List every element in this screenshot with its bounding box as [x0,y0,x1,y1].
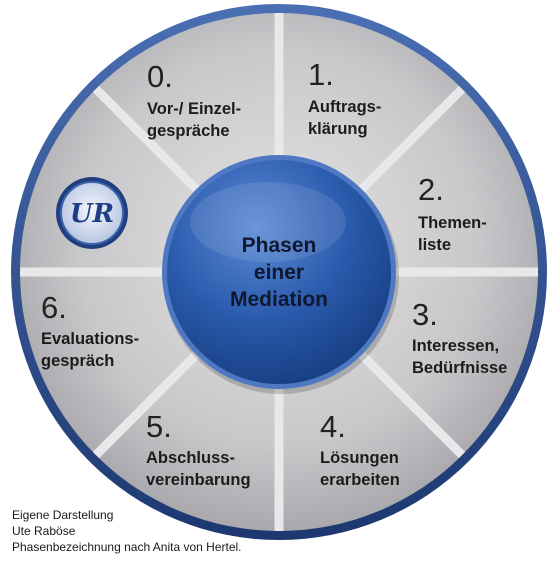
phase-2-label-line-2: liste [418,236,451,254]
phase-0-number: 0. [147,59,173,94]
phase-4-segment: 4. Lösungen erarbeiten [320,409,400,489]
phase-0-label-line-2: gespräche [147,122,230,140]
ur-logo: UR [56,177,128,249]
phase-1-label-line-2: klärung [308,120,368,138]
phase-4-label-line-1: Lösungen [320,449,399,467]
center-title-line-1: Phasen [242,234,317,257]
phase-2-label-line-1: Themen- [418,214,487,232]
phase-6-label-line-2: gespräch [41,352,114,370]
phase-5-label-line-1: Abschluss- [146,449,235,467]
phase-0-segment: 0. Vor-/ Einzel- gespräche [147,59,241,140]
phase-6-label-line-1: Evaluations- [41,330,139,348]
phase-5-segment: 5. Abschluss- vereinbarung [146,409,251,489]
phase-3-label-line-2: Bedürfnisse [412,359,507,377]
phase-1-number: 1. [308,57,334,92]
center-title-line-2: einer [254,261,304,284]
logo-text: UR [70,199,114,229]
phase-1-segment: 1. Auftrags- klärung [308,57,381,138]
phase-3-label-line-1: Interessen, [412,337,499,355]
phase-3-number: 3. [412,297,438,332]
phase-2-number: 2. [418,172,444,207]
phase-5-number: 5. [146,409,172,444]
phase-4-label-line-2: erarbeiten [320,471,400,489]
credit-line-2: Ute Raböse [12,524,76,538]
phase-1-label-line-1: Auftrags- [308,98,381,116]
hub-circle [167,160,391,384]
center-title-line-3: Mediation [230,288,328,311]
credits-block: Eigene Darstellung Ute Raböse Phasenbeze… [12,507,242,555]
phase-5-label-line-2: vereinbarung [146,471,251,489]
phase-4-number: 4. [320,409,346,444]
phase-3-segment: 3. Interessen, Bedürfnisse [412,297,507,377]
phase-6-number: 6. [41,290,67,325]
phase-2-segment: 2. Themen- liste [418,172,487,254]
phase-0-label-line-1: Vor-/ Einzel- [147,100,241,118]
credit-line-3: Phasenbezeichnung nach Anita von Hertel. [12,540,242,554]
hub-highlight [190,182,346,262]
credit-line-1: Eigene Darstellung [12,508,114,522]
phase-6-segment: 6. Evaluations- gespräch [41,290,139,370]
